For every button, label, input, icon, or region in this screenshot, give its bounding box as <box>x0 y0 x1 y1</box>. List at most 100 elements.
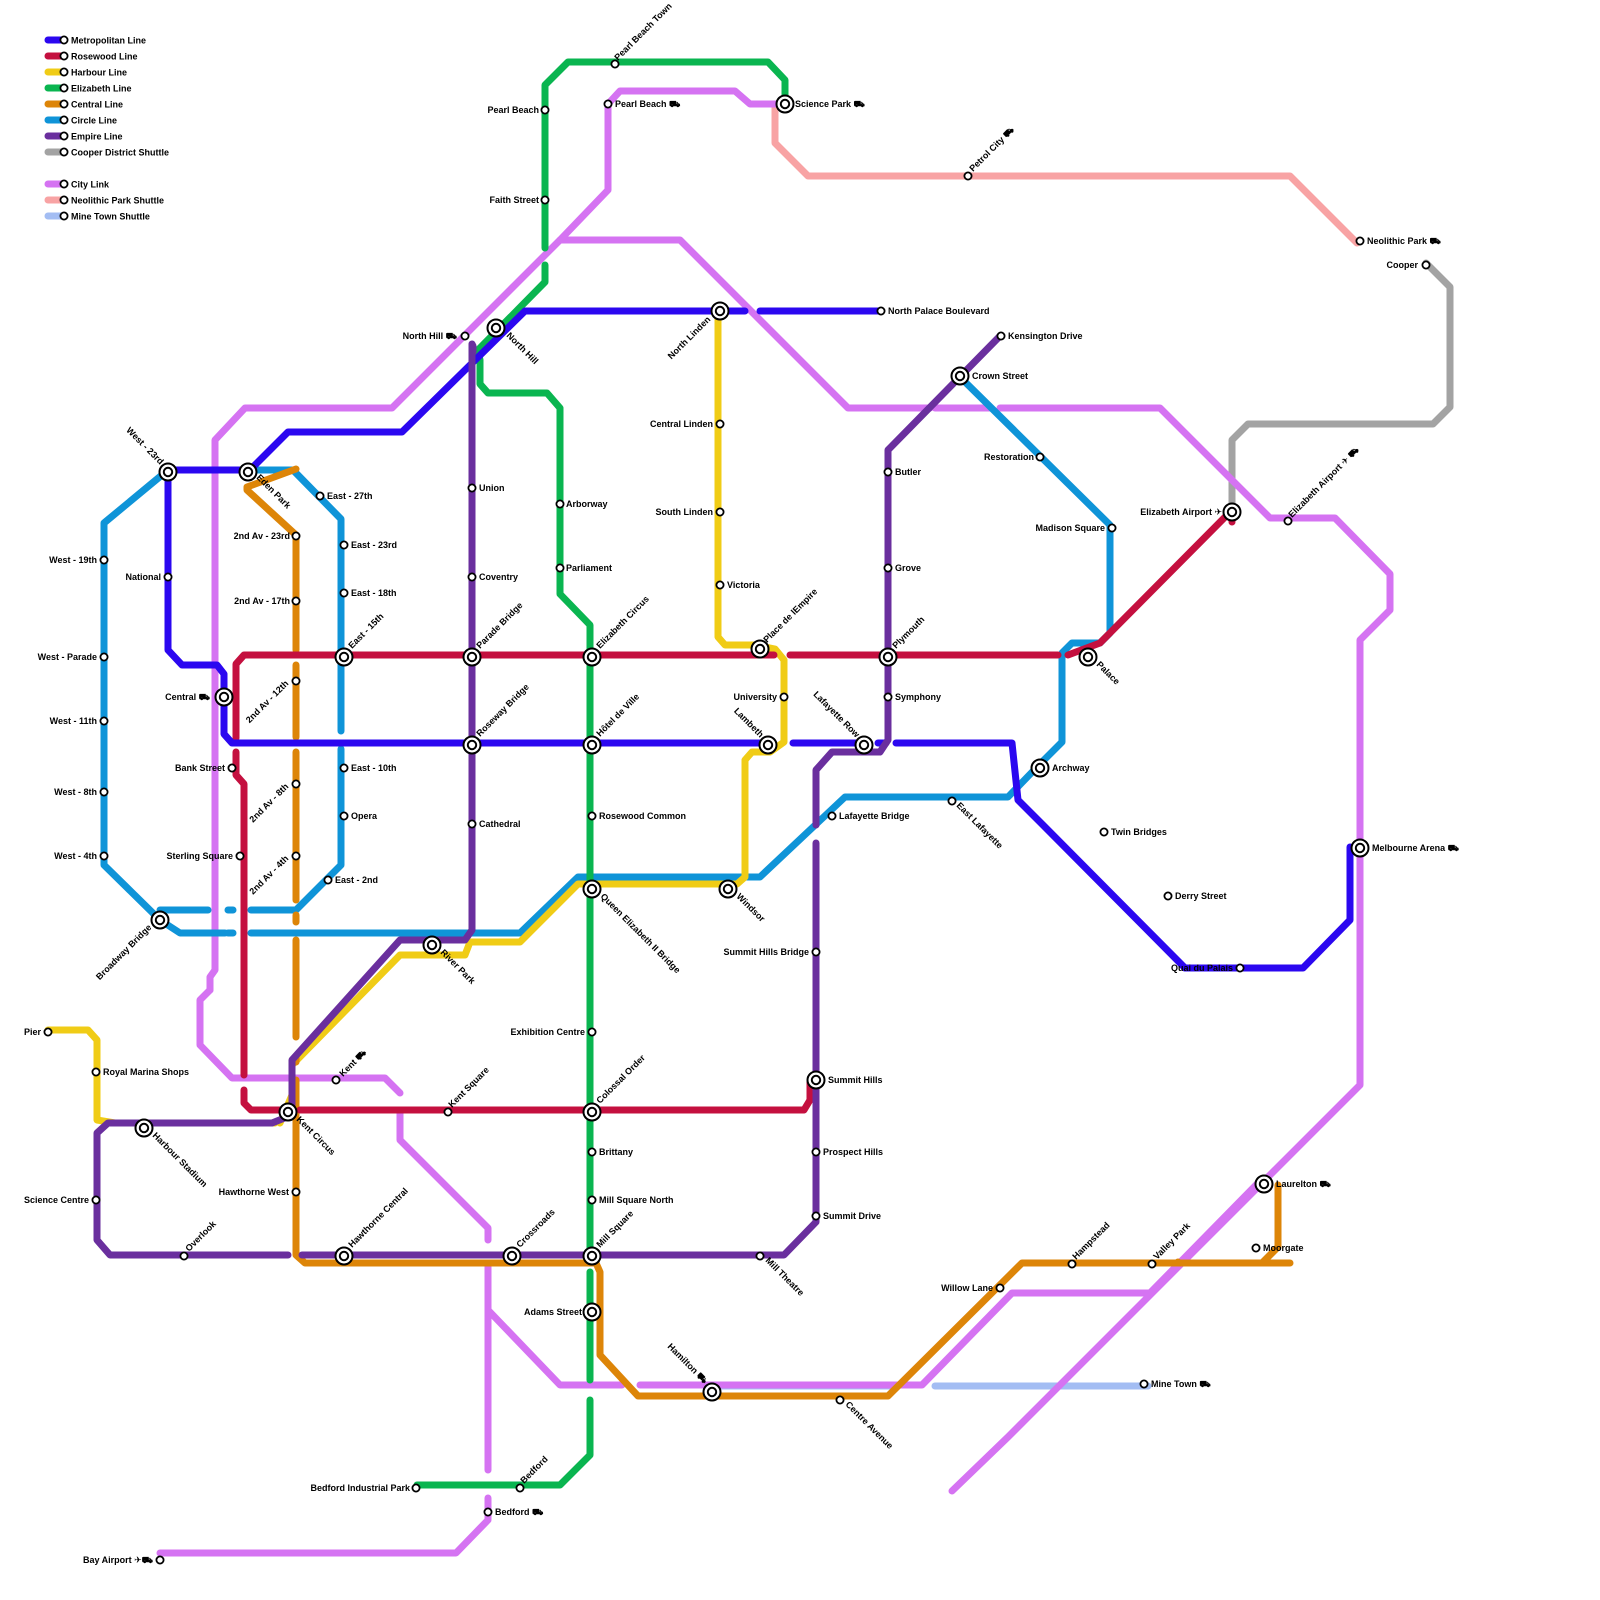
station-twin-bridges[interactable]: Twin Bridges <box>1100 827 1166 837</box>
station-science-park[interactable]: Science Park ⛟ <box>777 96 866 113</box>
station-summit-drive[interactable]: Summit Drive <box>812 1211 881 1221</box>
stop-icon <box>468 573 475 580</box>
station-bedford-industrial-park[interactable]: Bedford Industrial Park <box>310 1483 419 1493</box>
station-opera[interactable]: Opera <box>340 811 378 821</box>
station-melbourne-arena[interactable]: Melbourne Arena ⛟ <box>1352 840 1460 857</box>
station-2nd-av-4th[interactable]: 2nd Av - 4th <box>247 852 299 896</box>
station-royal-marina-shops[interactable]: Royal Marina Shops <box>92 1067 189 1077</box>
station-centre-avenue[interactable]: Centre Avenue <box>836 1396 895 1450</box>
station-2nd-av-12th[interactable]: 2nd Av - 12th <box>244 677 300 725</box>
station-symphony[interactable]: Symphony <box>884 692 941 702</box>
station-hawthorne-west[interactable]: Hawthorne West <box>219 1187 300 1197</box>
station-label: Hawthorne Central <box>346 1186 410 1250</box>
station-faith-street[interactable]: Faith Street <box>489 195 548 205</box>
stop-icon <box>877 307 884 314</box>
station-label: Kent Circus <box>295 1114 338 1157</box>
station-broadway-bridge[interactable]: Broadway Bridge <box>94 912 169 982</box>
station-west-8th[interactable]: West - 8th <box>54 787 107 797</box>
station-west-11th[interactable]: West - 11th <box>50 716 108 726</box>
station-crown-street[interactable]: Crown Street <box>952 368 1029 385</box>
station-hamilton[interactable]: Hamilton ⛟ <box>666 1341 721 1400</box>
station-mine-town[interactable]: Mine Town ⛟ <box>1140 1379 1211 1389</box>
station-parliament[interactable]: Parliament <box>556 563 612 573</box>
station-2nd-av-17th[interactable]: 2nd Av - 17th <box>234 596 299 606</box>
station-kensington-drive[interactable]: Kensington Drive <box>997 331 1082 341</box>
interchange-inner <box>781 100 789 108</box>
station-petrol-city[interactable]: Petrol City ⛟ <box>964 124 1016 179</box>
station-bedford[interactable]: Bedford ⛟ <box>484 1507 544 1517</box>
station-mill-square-north[interactable]: Mill Square North <box>588 1195 673 1205</box>
station-east-18th[interactable]: East - 18th <box>340 588 396 598</box>
station-north-palace-boulevard[interactable]: North Palace Boulevard <box>877 306 989 316</box>
station-summit-hills-bridge[interactable]: Summit Hills Bridge <box>723 947 819 957</box>
route-segment <box>236 655 774 738</box>
station-neolithic-park[interactable]: Neolithic Park ⛟ <box>1356 236 1441 246</box>
legend-label: City Link <box>71 179 110 189</box>
station-laurelton[interactable]: Laurelton ⛟ <box>1256 1176 1332 1193</box>
station-south-linden[interactable]: South Linden <box>656 507 724 517</box>
station-arborway[interactable]: Arborway <box>556 499 607 509</box>
station-2nd-av-8th[interactable]: 2nd Av - 8th <box>247 780 299 824</box>
station-label: West - 11th <box>50 716 97 726</box>
station-bank-street[interactable]: Bank Street <box>175 763 236 773</box>
legend-stop-icon <box>60 52 67 59</box>
station-mill-theatre[interactable]: Mill Theatre <box>756 1252 806 1297</box>
station-pier[interactable]: Pier <box>24 1027 52 1037</box>
route-cooper-district-shuttle <box>1232 263 1450 510</box>
legend-item-elizabeth-line: Elizabeth Line <box>48 83 132 93</box>
station-east-10th[interactable]: East - 10th <box>340 763 396 773</box>
station-windsor[interactable]: Windsor <box>720 881 768 925</box>
station-central[interactable]: Central ⛟ <box>165 689 232 706</box>
station-central-linden[interactable]: Central Linden <box>650 419 724 429</box>
station-university[interactable]: University <box>733 692 787 702</box>
station-west-parade[interactable]: West - Parade <box>38 652 108 662</box>
station-east-lafayette[interactable]: East Lafayette <box>948 797 1004 850</box>
station-elizabeth-airport[interactable]: Elizabeth Airport ✈ <box>1140 504 1240 521</box>
station-cathedral[interactable]: Cathedral <box>468 819 520 829</box>
stop-icon <box>828 812 835 819</box>
station-pearl-beach[interactable]: Pearl Beach ⛟ <box>604 99 681 109</box>
station-label: Bedford <box>518 1454 549 1485</box>
station-union[interactable]: Union <box>468 483 504 493</box>
stop-icon <box>516 1484 523 1491</box>
station-lafayette-bridge[interactable]: Lafayette Bridge <box>828 811 909 821</box>
station-adams-street[interactable]: Adams Street <box>524 1304 601 1321</box>
station-archway[interactable]: Archway <box>1032 760 1090 777</box>
station-west-23rd[interactable]: West - 23rd <box>124 425 176 480</box>
station-exhibition-centre[interactable]: Exhibition Centre <box>510 1027 595 1037</box>
station-derry-street[interactable]: Derry Street <box>1164 891 1226 901</box>
station-pearl-beach[interactable]: Pearl Beach <box>487 105 548 115</box>
station-label: Union <box>479 483 505 493</box>
stop-icon <box>541 196 548 203</box>
station-east-23rd[interactable]: East - 23rd <box>340 540 397 550</box>
station-place-de-lempire[interactable]: Place de lEmpire <box>752 586 820 657</box>
stop-icon <box>332 1076 339 1083</box>
station-bay-airport[interactable]: Bay Airport ✈⛟ <box>83 1555 164 1565</box>
station-west-4th[interactable]: West - 4th <box>54 851 107 861</box>
interchange-inner <box>764 741 772 749</box>
station-coventry[interactable]: Coventry <box>468 572 518 582</box>
station-quai-du-palais[interactable]: Quai du Palais <box>1171 963 1244 973</box>
station-elizabeth-airport[interactable]: Elizabeth Airport ✈ ⛟ <box>1284 444 1361 524</box>
station-summit-hills[interactable]: Summit Hills <box>808 1072 883 1089</box>
station-rosewood-common[interactable]: Rosewood Common <box>588 811 686 821</box>
station-prospect-hills[interactable]: Prospect Hills <box>812 1147 883 1157</box>
station-science-centre[interactable]: Science Centre <box>24 1195 100 1205</box>
station-label: Hôtel de Ville <box>594 691 641 738</box>
station-palace[interactable]: Palace <box>1080 649 1122 687</box>
station-harbour-stadium[interactable]: Harbour Stadium <box>136 1120 210 1190</box>
station-west-19th[interactable]: West - 19th <box>49 555 107 565</box>
station-victoria[interactable]: Victoria <box>716 580 760 590</box>
station-label: West - 19th <box>49 555 97 565</box>
station-grove[interactable]: Grove <box>884 563 921 573</box>
station-brittany[interactable]: Brittany <box>588 1147 633 1157</box>
station-butler[interactable]: Butler <box>884 467 921 477</box>
station-madison-square[interactable]: Madison Square <box>1035 523 1115 533</box>
stop-icon <box>556 564 563 571</box>
station-2nd-av-23rd[interactable]: 2nd Av - 23rd <box>234 531 300 541</box>
station-pearl-beach-town[interactable]: Pearl Beach Town <box>611 1 673 68</box>
station-moorgate[interactable]: Moorgate <box>1252 1243 1303 1253</box>
station-sterling-square[interactable]: Sterling Square <box>166 851 243 861</box>
station-queen-elizabeth-ii-bridge[interactable]: Queen Elizabeth II Bridge <box>584 881 683 976</box>
stop-icon <box>716 508 723 515</box>
